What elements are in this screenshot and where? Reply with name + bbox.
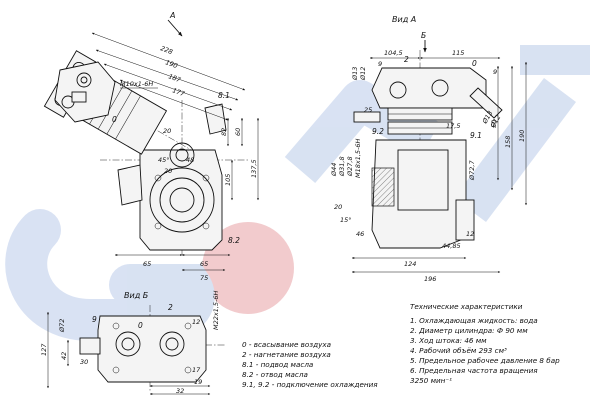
dim-19: 19 <box>194 378 202 386</box>
dim-104-5: 104,5 <box>384 49 403 57</box>
dim-82: 82 <box>220 128 228 136</box>
dim-15deg: 15° <box>340 216 352 224</box>
dim-20-side: 20 <box>334 203 342 211</box>
dim-dia72-7: Ø72,7 <box>468 160 476 181</box>
specs-title: Технические характеристики <box>410 302 523 311</box>
dim-75: 75 <box>200 274 208 282</box>
dim-65b: 65 <box>200 260 208 268</box>
port-2-bottom: 2 <box>168 303 173 312</box>
spec-item: 1. Охлаждающая жидкость: вода <box>410 316 538 325</box>
port-0-front: 0 <box>112 115 117 124</box>
dim-48: 48 <box>186 156 194 164</box>
dim-dia13: Ø13 <box>351 67 359 81</box>
dim-45deg: 45° <box>158 156 170 164</box>
dim-228: 228 <box>159 44 173 56</box>
dim-65a: 65 <box>143 260 151 268</box>
dim-dia44: Ø44 <box>330 163 338 177</box>
thread-m10: M10x1-6H <box>120 80 153 88</box>
dim-12-side: 12 <box>466 230 474 238</box>
watermark-logo <box>5 45 590 341</box>
legend-item: 9.1, 9.2 - подключение охлаждения <box>242 380 378 389</box>
port-9-2: 9.2 <box>372 127 384 136</box>
legend-item: 0 - всасывание воздуха <box>242 340 332 349</box>
arrow-b-label: Б <box>421 31 426 40</box>
port-0-bottom: 0 <box>138 321 143 330</box>
dim-30: 30 <box>80 358 88 366</box>
dim-137-5: 137,5 <box>250 159 258 178</box>
dim-9a: 9 <box>378 60 382 68</box>
dim-187: 187 <box>167 72 182 84</box>
port-9-1: 9.1 <box>470 131 482 140</box>
dim-12-bottom: 12 <box>192 318 200 326</box>
arrow-a-label: А <box>169 11 175 20</box>
spec-item: 4. Рабочий объём 293 см³ <box>410 346 507 355</box>
dim-190: 190 <box>164 58 178 70</box>
dim-115: 115 <box>452 49 464 57</box>
port-8-2: 8.2 <box>228 236 240 245</box>
port-0-side: 0 <box>472 59 477 68</box>
spec-item: 2. Диаметр цилиндра: Ф 90 мм <box>410 326 528 335</box>
dim-177: 177 <box>171 86 186 98</box>
dim-105: 105 <box>224 174 232 186</box>
dim-158: 158 <box>504 136 512 148</box>
dim-dia27-8: Ø27,8 <box>346 156 354 177</box>
thread-m22: M22x1,5-6H <box>212 290 220 330</box>
spec-item: 3. Ход штока: 46 мм <box>410 336 487 345</box>
side-view-a: Вид А Б 104,5 115 9 9 Ø13 Ø12 <box>330 15 527 283</box>
dim-20a: 20 <box>163 127 171 135</box>
dim-44-85: 44,85 <box>442 242 461 250</box>
dim-60: 60 <box>234 128 242 136</box>
view-b-title: Вид Б <box>124 291 149 300</box>
port-legend: 0 - всасывание воздуха 2 - нагнетание во… <box>242 340 378 390</box>
port-9-bottom: 9 <box>92 315 97 324</box>
thread-m18: M18x1,5-6H <box>354 138 362 178</box>
dim-dia31-8: Ø31,8 <box>338 156 346 177</box>
dim-dia72: Ø72 <box>58 319 66 333</box>
specs-block: Технические характеристики 1. Охлаждающа… <box>410 302 560 386</box>
port-8-1: 8.1 <box>218 91 230 100</box>
legend-item: 2 - нагнетание воздуха <box>242 350 331 359</box>
dim-127: 127 <box>40 343 48 356</box>
view-a-title: Вид А <box>392 15 416 24</box>
bottom-view-b: Вид Б 127 Ø72 42 30 12 17 19 32 M22x1,5-… <box>40 290 225 395</box>
spec-item: 3250 мин⁻¹ <box>410 376 453 385</box>
dim-32: 32 <box>176 387 184 395</box>
spec-item: 6. Предельная частота вращения <box>410 366 538 375</box>
front-view: 228 190 187 177 M10x1-6H 20 20 45° 48 82… <box>43 11 259 282</box>
dim-25: 25 <box>364 106 372 114</box>
dim-9b: 9 <box>493 68 497 76</box>
dim-190-side: 190 <box>518 130 526 142</box>
bottom-dimensions: 127 Ø72 42 30 12 17 19 32 M22x1,5-6H <box>40 290 220 395</box>
spec-item: 5. Предельное рабочее давление 8 бар <box>410 356 560 365</box>
port-2-side: 2 <box>404 55 409 64</box>
dim-dia12: Ø12 <box>359 67 367 81</box>
dim-17: 17 <box>192 366 201 374</box>
legend-item: 8.1 - подвод масла <box>242 360 314 369</box>
dim-46: 46 <box>356 230 364 238</box>
legend-item: 8.2 - отвод масла <box>242 370 308 379</box>
dim-17-5: 17,5 <box>446 122 460 130</box>
dim-124: 124 <box>404 260 416 268</box>
dim-42: 42 <box>60 352 68 360</box>
dim-20b: 20 <box>164 167 172 175</box>
dim-196: 196 <box>424 275 436 283</box>
dim-50: 50 <box>490 120 498 128</box>
